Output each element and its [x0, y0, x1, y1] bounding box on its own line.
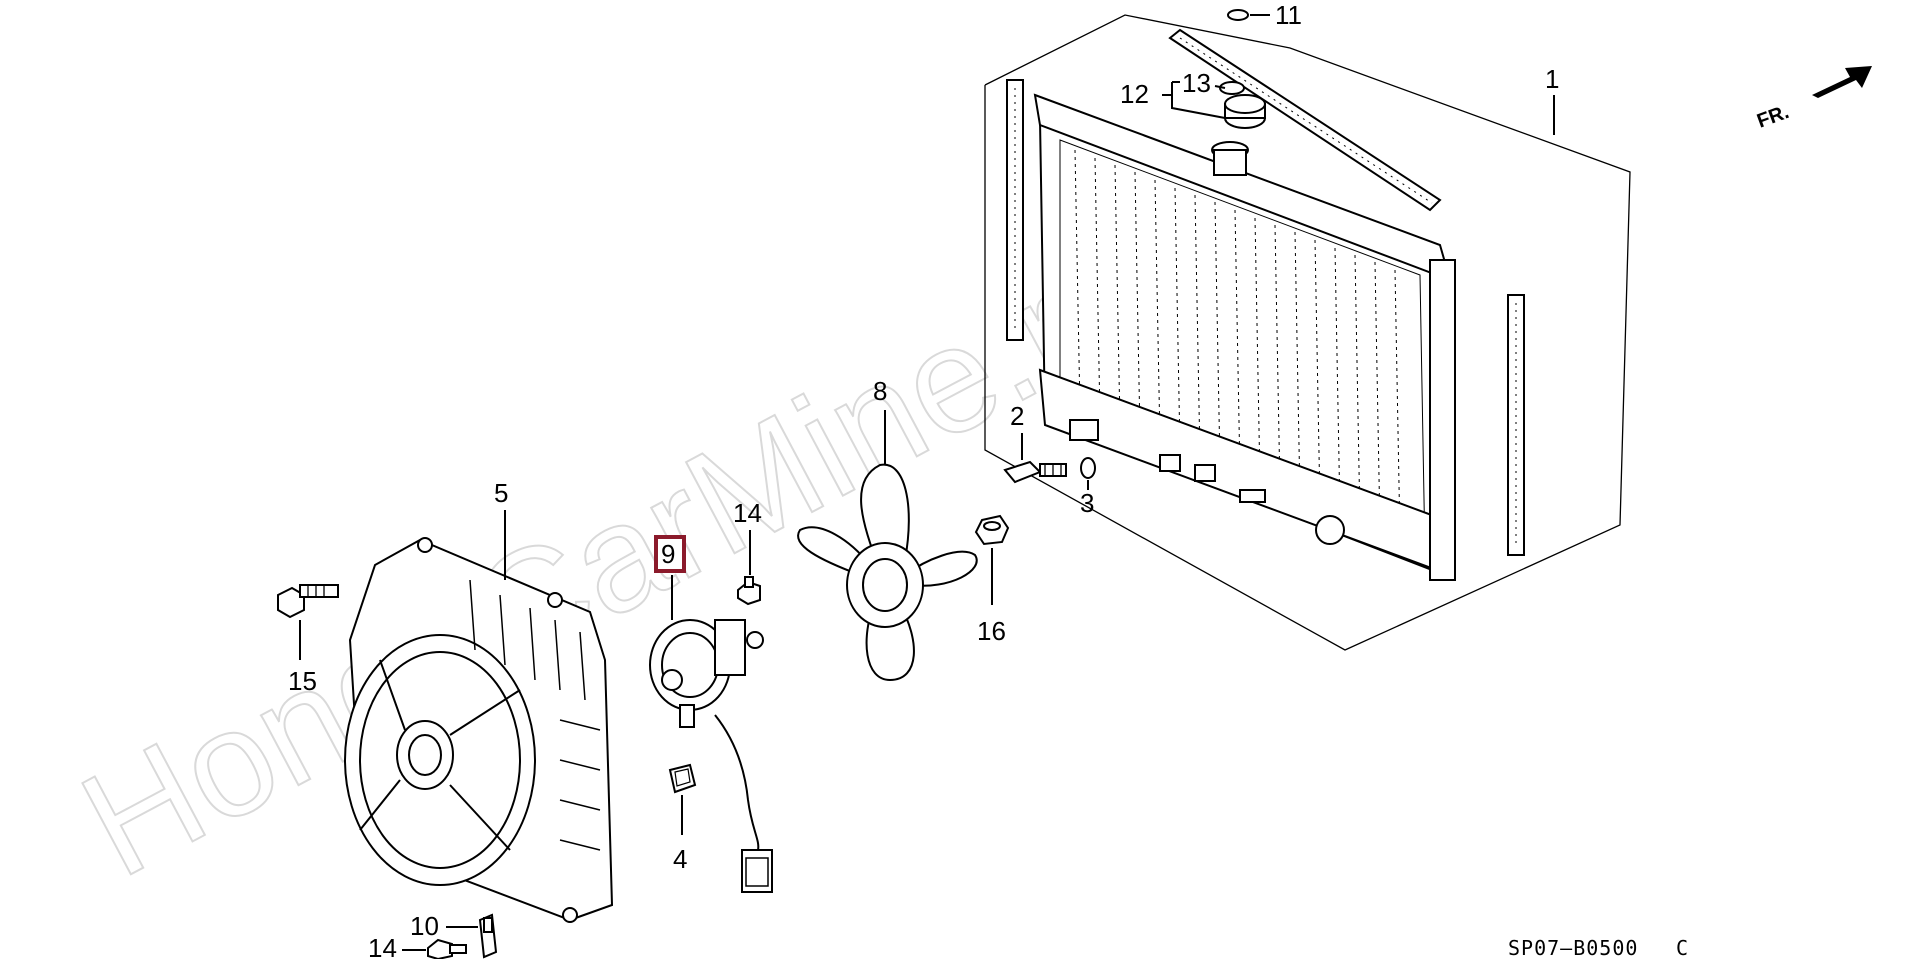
callout-10: 10	[410, 911, 439, 941]
callout-15: 15	[288, 666, 317, 696]
callout-9-highlight[interactable]: 9	[654, 535, 686, 573]
callout-2: 2	[1010, 401, 1024, 431]
radiator-cap[interactable]	[1224, 94, 1266, 129]
fan-motor[interactable]	[649, 619, 764, 728]
o-ring-11[interactable]	[1227, 9, 1249, 21]
radiator-assembly[interactable]	[984, 14, 1631, 651]
callout-13: 13	[1182, 68, 1211, 98]
screw-14-upper[interactable]	[737, 576, 761, 606]
clip-10[interactable]	[478, 913, 498, 959]
radiator-left-seal[interactable]	[1006, 79, 1024, 341]
cooling-fan-blade[interactable]	[797, 463, 978, 682]
nut-16[interactable]	[974, 514, 1010, 546]
fan-shroud[interactable]	[344, 537, 614, 923]
callout-3: 3	[1080, 488, 1094, 518]
callout-12: 12	[1120, 79, 1149, 109]
callout-4: 4	[673, 844, 687, 874]
radiator-top-seal[interactable]	[1168, 28, 1442, 212]
callout-11: 11	[1275, 0, 1302, 30]
drain-washer[interactable]	[1080, 457, 1096, 479]
side-tank	[1429, 259, 1456, 581]
callout-14a: 14	[733, 498, 762, 528]
callout-14b: 14	[368, 933, 397, 959]
callout-1: 1	[1545, 64, 1559, 94]
callout-5: 5	[494, 478, 508, 508]
front-direction-arrow: FR.	[1754, 66, 1872, 133]
motor-wire-harness	[714, 714, 773, 893]
reference-code: SP07–B0500	[1508, 936, 1638, 959]
radiator-right-seal[interactable]	[1507, 294, 1525, 556]
clip-4[interactable]	[668, 763, 697, 794]
bolt-15[interactable]	[277, 584, 339, 619]
callout-9: 9	[661, 539, 675, 569]
reference-suffix: C	[1676, 936, 1689, 959]
drain-plug[interactable]	[1003, 460, 1067, 484]
callout-8: 8	[873, 376, 887, 406]
direction-label: FR.	[1754, 101, 1792, 133]
screw-14-lower[interactable]	[427, 938, 467, 961]
callout-16: 16	[977, 616, 1006, 646]
